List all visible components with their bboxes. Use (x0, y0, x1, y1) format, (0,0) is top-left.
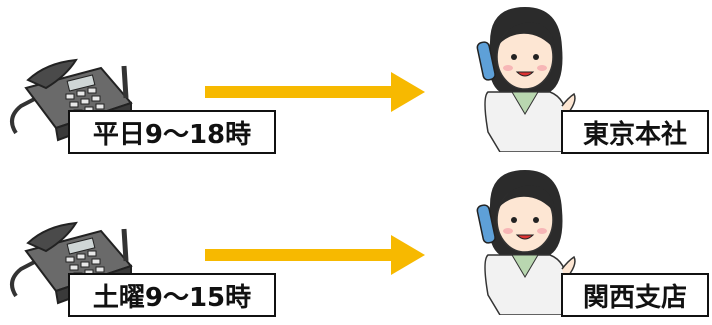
arrow-right-icon (205, 72, 425, 112)
saturday-hours-label: 土曜9〜15時 (68, 273, 276, 317)
routing-row-saturday: 土曜9〜15時 関西支店 (0, 163, 712, 325)
operator-woman-icon (476, 7, 576, 152)
routing-row-weekday: 平日9〜18時 東京本社 (0, 0, 712, 162)
weekday-hours-label: 平日9〜18時 (68, 110, 276, 154)
tokyo-hq-label: 東京本社 (561, 110, 709, 154)
operator-woman-icon (476, 170, 576, 315)
kansai-branch-label: 関西支店 (561, 273, 709, 317)
arrow-right-icon (205, 235, 425, 275)
